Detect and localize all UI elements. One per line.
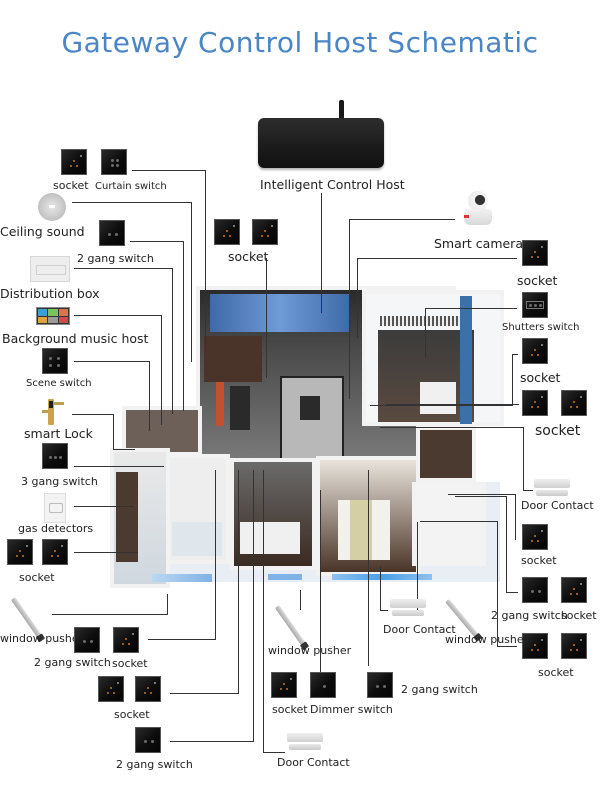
- socket-icon: [522, 240, 548, 266]
- socket-label: socket: [228, 249, 269, 264]
- socket-icon: [42, 539, 68, 565]
- window-pusher-icon: [274, 605, 307, 648]
- antenna-icon: [339, 100, 344, 122]
- socket-icon: [522, 633, 548, 659]
- socket-icon: [252, 219, 278, 245]
- door-contact-icon: [390, 599, 426, 617]
- socket-label: socket: [112, 657, 148, 670]
- door-contact-label: Door Contact: [383, 623, 456, 636]
- scene-switch-label: Scene switch: [26, 378, 92, 389]
- socket-icon: [271, 672, 297, 698]
- two-gang-switch-label: 2 gang switch: [491, 609, 568, 622]
- door-contact-icon: [534, 479, 570, 497]
- two-gang-switch-icon: [135, 727, 161, 753]
- dimmer-switch-label: Dimmer switch: [310, 703, 393, 716]
- socket-icon: [522, 390, 548, 416]
- ceiling-sound-label: Ceiling sound: [0, 224, 85, 239]
- two-gang-switch-label: 2 gang switch: [116, 758, 193, 771]
- socket-icon: [113, 627, 139, 653]
- socket-label: socket: [272, 703, 308, 716]
- two-gang-switch-label: 2 gang switch: [401, 683, 478, 696]
- scene-switch-icon: [42, 348, 68, 374]
- ceiling-speaker-icon: [38, 193, 66, 221]
- socket-label: socket: [521, 554, 557, 567]
- smart-lock-label: smart Lock: [24, 426, 93, 441]
- shutters-switch-icon: [522, 292, 548, 318]
- window-pusher-label: window pusher: [445, 633, 529, 646]
- host-label: Intelligent Control Host: [260, 177, 405, 192]
- socket-label: socket: [19, 571, 55, 584]
- door-contact-label: Door Contact: [521, 499, 594, 512]
- socket-icon: [561, 633, 587, 659]
- dimmer-switch-icon: [310, 672, 336, 698]
- socket-icon: [98, 676, 124, 702]
- gas-detector-icon: [44, 493, 66, 523]
- two-gang-switch-label: 2 gang switch: [77, 252, 154, 265]
- two-gang-switch-icon: [74, 627, 100, 653]
- door-contact-icon: [287, 733, 323, 751]
- smart-camera-icon: [462, 191, 494, 227]
- socket-label: socket: [114, 708, 150, 721]
- socket-label: socket: [53, 179, 89, 192]
- socket-label: socket: [517, 273, 558, 288]
- gas-detectors-label: gas detectors: [18, 522, 94, 535]
- gateway-router-icon: [258, 118, 384, 168]
- socket-label: socket: [538, 666, 574, 679]
- window-pusher-label: window pusher: [0, 632, 84, 645]
- curtain-switch-icon: [101, 149, 127, 175]
- smart-camera-label: Smart camera: [434, 236, 523, 251]
- three-gang-switch-icon: [42, 443, 68, 469]
- socket-icon: [61, 149, 87, 175]
- two-gang-switch-icon: [522, 577, 548, 603]
- window-pusher-label: window pusher: [268, 644, 352, 657]
- music-host-icon: [36, 307, 70, 325]
- distribution-box-icon: [30, 256, 70, 282]
- two-gang-switch-icon: [367, 672, 393, 698]
- socket-icon: [522, 524, 548, 550]
- socket-icon: [561, 577, 587, 603]
- door-contact-label: Door Contact: [277, 756, 350, 769]
- three-gang-switch-label: 3 gang switch: [21, 475, 98, 488]
- socket-icon: [214, 219, 240, 245]
- socket-icon: [561, 390, 587, 416]
- background-music-host-label: Background music host: [2, 331, 149, 346]
- socket-label: socket: [535, 423, 581, 439]
- socket-label: socket: [561, 609, 597, 622]
- shutters-switch-label: Shutters switch: [502, 322, 580, 333]
- smart-lock-icon: [42, 399, 64, 425]
- two-gang-switch-label: 2 gang switch: [34, 656, 111, 669]
- socket-icon: [7, 539, 33, 565]
- two-gang-switch-icon: [99, 220, 125, 246]
- socket-icon: [135, 676, 161, 702]
- socket-icon: [522, 338, 548, 364]
- page-title: Gateway Control Host Schematic: [61, 26, 539, 59]
- socket-label: socket: [520, 370, 561, 385]
- distribution-box-label: Distribution box: [0, 286, 100, 301]
- curtain-switch-label: Curtain switch: [95, 181, 167, 192]
